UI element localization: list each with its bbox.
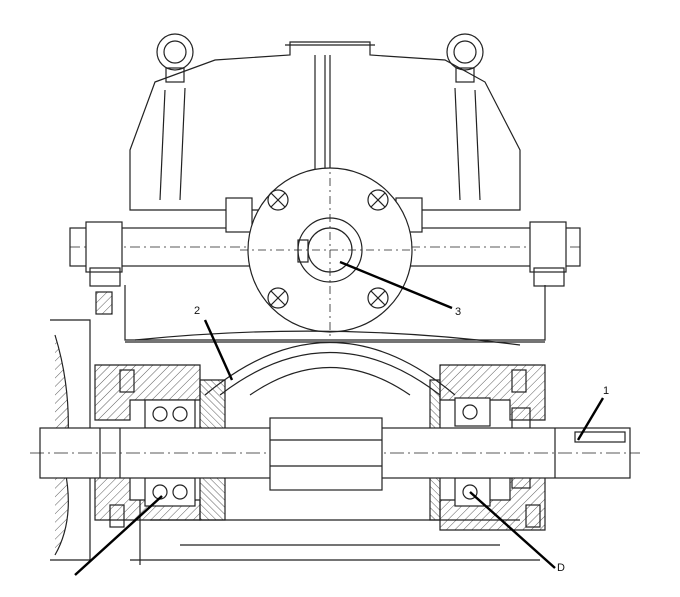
worm-shaft (30, 417, 640, 491)
right-lifting-eye (446, 33, 484, 83)
lower-housing (124, 285, 546, 396)
leader-line-D (469, 491, 556, 569)
callout-1: 1 (603, 385, 610, 397)
right-fasteners (511, 369, 541, 528)
leader-line-1 (576, 397, 605, 441)
left-lifting-eye (156, 33, 194, 83)
left-fasteners (95, 291, 135, 528)
leader-line-2 (203, 319, 234, 381)
left-bearing-housing (50, 319, 226, 561)
worm-wheel-cover (240, 160, 420, 340)
leader-line-left (74, 495, 163, 576)
leader-line-3 (339, 260, 453, 310)
right-bearing-housing (429, 364, 546, 531)
worm-wheel-lower (130, 500, 540, 565)
callout-3: 3 (455, 306, 462, 318)
callout-2: 2 (194, 305, 201, 317)
callout-D: D (557, 562, 565, 574)
